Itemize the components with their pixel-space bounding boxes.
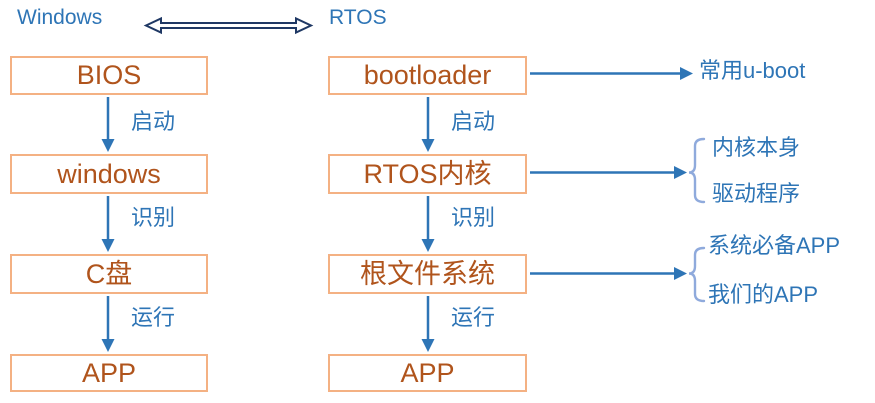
left-flow-label-boot: 启动 [131, 109, 176, 134]
rootfs-note-arrow-icon [530, 267, 687, 280]
rtos-column-title: RTOS [329, 6, 387, 29]
kernel-brace-icon [688, 137, 706, 204]
kernel-note-arrow-icon [530, 166, 687, 179]
note-drivers: 驱动程序 [712, 181, 801, 206]
left-down-arrow-icon-1 [101, 97, 115, 152]
node-rtos-app: APP [328, 354, 527, 392]
note-uboot: 常用u-boot [699, 58, 806, 83]
right-flow-label-run: 运行 [451, 305, 496, 330]
note-kernel-itself: 内核本身 [712, 135, 801, 160]
node-root-filesystem: 根文件系统 [328, 254, 527, 294]
node-rtos-kernel: RTOS内核 [328, 154, 527, 194]
note-our-apps: 我们的APP [708, 282, 819, 307]
node-windows-app: APP [10, 354, 208, 392]
right-flow-label-boot: 启动 [451, 109, 496, 134]
bootloader-note-arrow-icon [530, 67, 693, 80]
right-down-arrow-icon-2 [421, 196, 435, 252]
node-bios: BIOS [10, 56, 208, 95]
double-arrow-icon [143, 16, 314, 35]
left-down-arrow-icon-3 [101, 296, 115, 352]
windows-column-title: Windows [17, 6, 103, 29]
rootfs-brace-icon [688, 246, 706, 303]
right-down-arrow-icon-3 [421, 296, 435, 352]
node-windows: windows [10, 154, 208, 194]
left-flow-label-recognize: 识别 [131, 205, 176, 230]
note-system-apps: 系统必备APP [708, 233, 841, 258]
right-flow-label-recognize: 识别 [451, 205, 496, 230]
left-flow-label-run: 运行 [131, 305, 176, 330]
node-c-drive: C盘 [10, 254, 208, 294]
right-down-arrow-icon-1 [421, 97, 435, 152]
node-bootloader: bootloader [328, 56, 527, 95]
left-down-arrow-icon-2 [101, 196, 115, 252]
